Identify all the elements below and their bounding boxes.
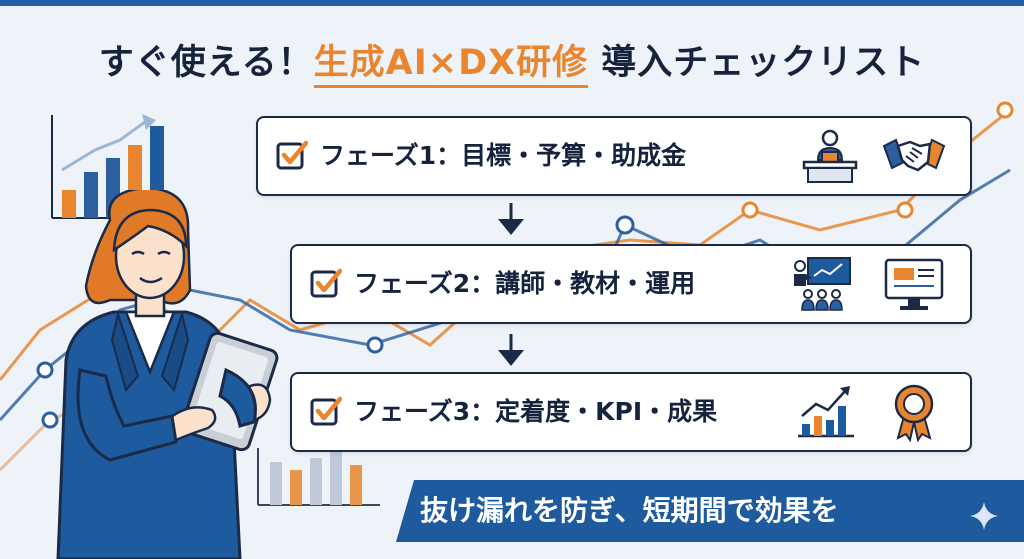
phase-3-card: フェーズ3：定着度・KPI・成果 xyxy=(290,372,972,452)
phase-3-label: フェーズ3：定着度・KPI・成果 xyxy=(354,397,718,426)
title-prefix: すぐ使える！ xyxy=(98,43,314,83)
phase-2-card: フェーズ2：講師・教材・運用 xyxy=(290,244,972,324)
arrow-down-icon xyxy=(498,203,524,235)
growth-chart-icon xyxy=(798,386,854,438)
phase-2-label: フェーズ2：講師・教材・運用 xyxy=(354,269,696,298)
award-badge-icon xyxy=(894,384,934,442)
monitor-slides-icon xyxy=(884,258,944,310)
phase-1-card: フェーズ1：目標・予算・助成金 xyxy=(256,116,972,196)
checkbox-checked-icon xyxy=(310,396,342,426)
presentation-audience-icon xyxy=(794,257,851,311)
title-highlight: 生成AI×DX研修 xyxy=(313,43,589,88)
banner-text: 抜け漏れを防ぎ、短期間で効果を xyxy=(420,494,839,527)
title-suffix: 導入チェックリスト xyxy=(588,43,926,83)
top-accent-strip xyxy=(0,0,1024,6)
phase-1-label: フェーズ1：目標・予算・助成金 xyxy=(320,141,687,170)
desk-worker-icon xyxy=(802,129,858,183)
arrow-down-icon xyxy=(498,334,524,366)
sparkle-icon xyxy=(970,502,998,530)
page-title: すぐ使える！生成AI×DX研修 導入チェックリスト xyxy=(0,34,1024,88)
checkbox-checked-icon xyxy=(310,268,342,298)
handshake-icon xyxy=(882,138,946,172)
bottom-banner xyxy=(396,480,1024,542)
businesswoman-with-tablet-illustration xyxy=(56,190,279,559)
checkbox-checked-icon xyxy=(276,140,308,170)
